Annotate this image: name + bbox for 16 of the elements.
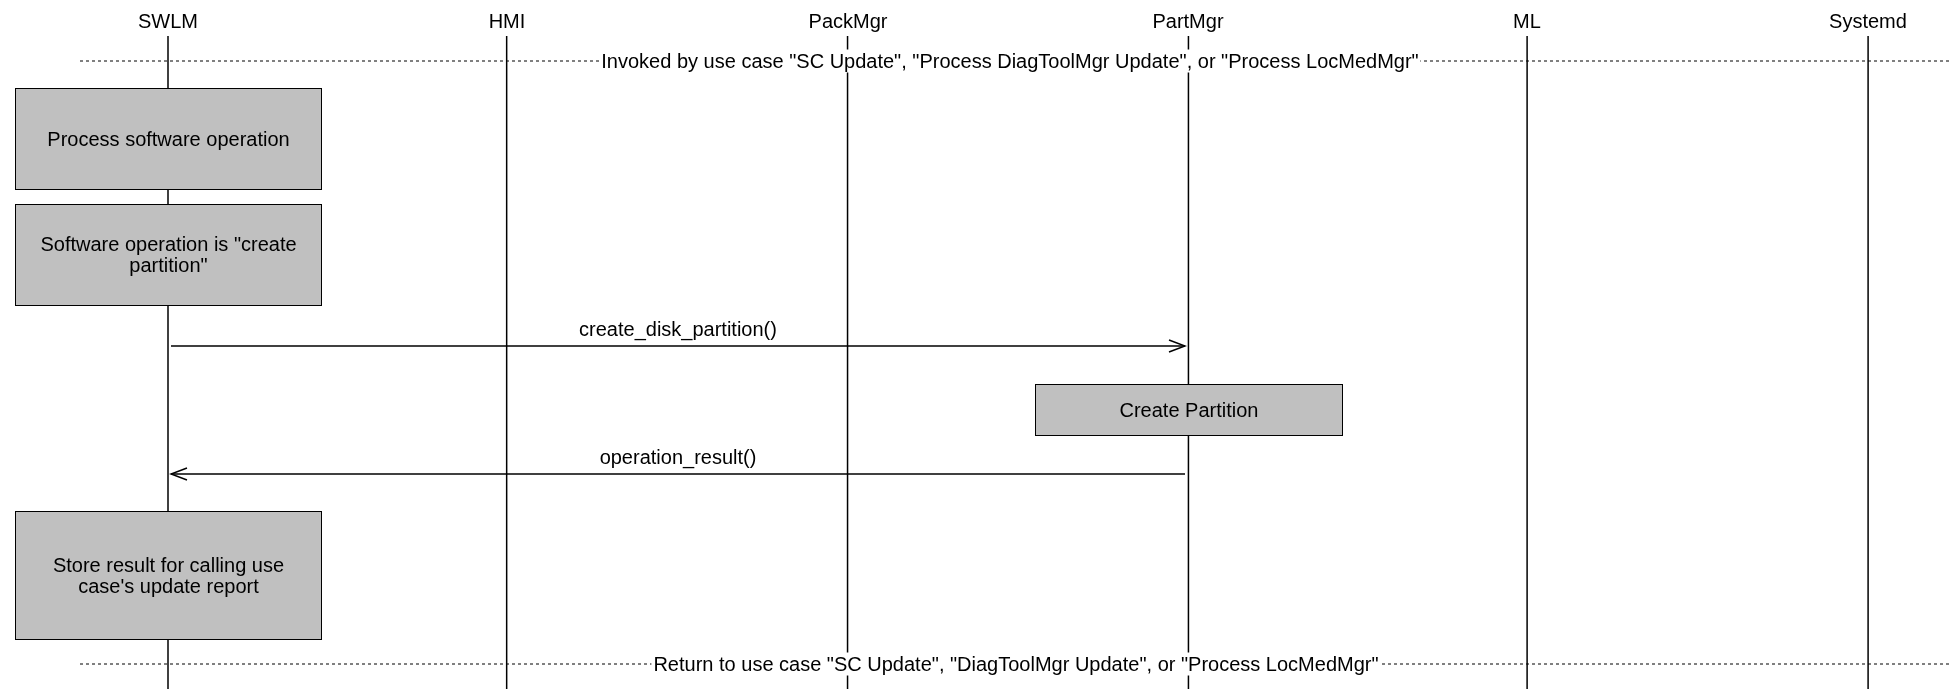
participant-label: Systemd (1829, 10, 1907, 32)
message-arrow (170, 339, 1186, 353)
participant-label: PartMgr (1152, 10, 1224, 32)
message-arrow (170, 467, 1186, 481)
activity-box: Create Partition (1035, 384, 1343, 436)
activity-box: Store result for calling use case's update report (15, 511, 322, 640)
participant-label: SWLM (138, 10, 198, 32)
participant-label: ML (1513, 10, 1541, 32)
divider-label: Return to use case "SC Update", "DiagToolMgr Update", or "Process LocMedMgr" (651, 652, 1381, 676)
edge-label: create_disk_partition() (579, 318, 777, 341)
activity-box: Process software operation (15, 88, 322, 190)
divider-label: Invoked by use case "SC Update", "Process DiagToolMgr Update", or "Process LocMedMgr" (599, 49, 1421, 73)
participant-label: PackMgr (808, 10, 888, 32)
participant-label: HMI (488, 10, 526, 32)
edge-label: operation_result() (599, 446, 757, 469)
activity-box: Software operation is "create partition" (15, 204, 322, 306)
